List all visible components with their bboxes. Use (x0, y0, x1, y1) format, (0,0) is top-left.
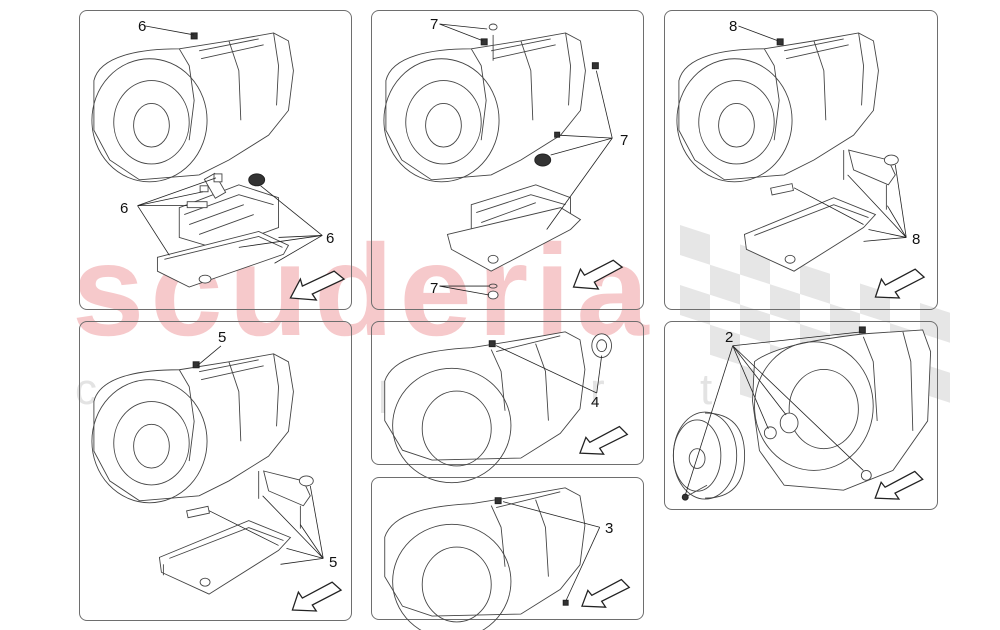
callout-label: 8 (912, 231, 921, 248)
torque-converter-diagram (672, 326, 932, 501)
callout-label: 2 (725, 329, 734, 346)
panel-3-plugs[interactable]: 3 (371, 477, 644, 630)
panel-2-torque-converter[interactable]: 2 (664, 321, 938, 510)
transmission-diagram (91, 345, 343, 612)
transmission-diagram (384, 331, 629, 484)
callout-label: 6 (138, 18, 147, 35)
panel-5-oil-pan-cooler[interactable]: 5 5 (79, 321, 352, 621)
callout-label: 3 (605, 520, 614, 537)
panel-8-oil-pan-cooler[interactable]: 8 8 (664, 10, 938, 310)
callout-label: 7 (430, 16, 439, 33)
transmission-diagram (676, 25, 926, 299)
callout-label: 4 (591, 394, 600, 411)
panel-7-valve-body-drain[interactable]: 7 7 7 (371, 10, 644, 310)
callout-label: 5 (329, 554, 338, 571)
callout-label: 7 (620, 132, 629, 149)
callout-label: 6 (326, 230, 335, 247)
transmission-diagram (91, 25, 346, 301)
panel-6-valve-body[interactable]: 6 6 6 (79, 10, 352, 310)
callout-label: 8 (729, 18, 738, 35)
callout-label: 6 (120, 200, 129, 217)
transmission-diagram (383, 23, 624, 300)
transmission-diagram (384, 487, 631, 630)
panel-4-rear-seal[interactable]: 4 (371, 321, 644, 484)
callout-label: 7 (430, 280, 439, 297)
callout-label: 5 (218, 329, 227, 346)
